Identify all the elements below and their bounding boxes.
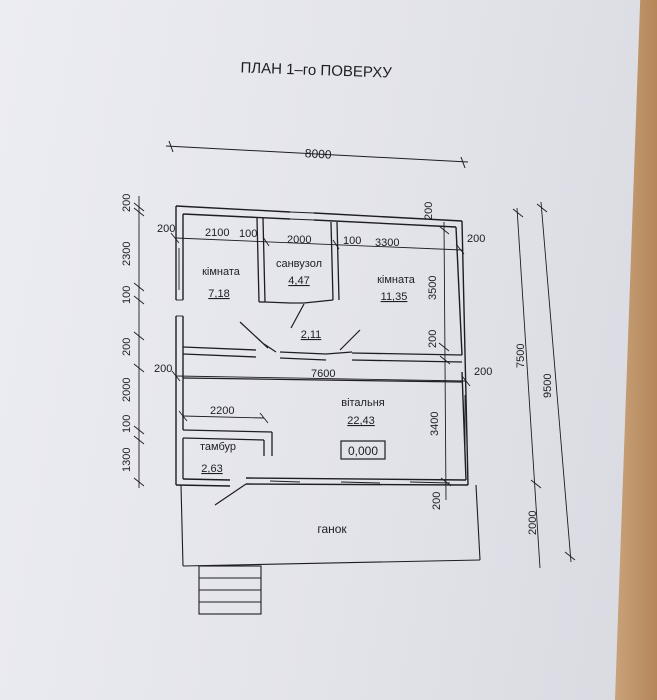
porch-label: ганок [317,522,347,536]
dim-right-wall-a: 200 [427,330,439,348]
dim-top-wall-right: 200 [467,233,485,245]
level-mark-box [340,440,386,460]
windows [176,211,466,484]
dim-top-wall-right-vertical: 200 [423,202,435,220]
dim-left-3: 200 [121,338,133,356]
room-hall-area: 2,11 [301,329,322,341]
porch-stairs [198,565,262,615]
room-bedroom-left-area: 7,18 [208,288,229,300]
interior-walls [182,217,463,479]
room-living-area: 22,43 [347,415,375,427]
dim-left-1: 2300 [121,242,133,266]
level-mark: 0,000 [348,444,378,458]
dim-left-5: 100 [121,415,133,433]
dim-right-porch: 2000 [527,511,539,535]
room-bedroom-right-area: 11,35 [381,291,408,303]
room-bathroom-name: санвузол [276,258,322,270]
dim-top-wall-left: 200 [157,223,175,235]
porch [180,484,481,567]
dim-mid-wall-right: 200 [474,366,492,378]
dimension-overall-top [165,140,469,169]
room-bedroom-left-name: кімната [202,266,241,278]
dim-right-total-house: 7500 [515,344,527,368]
dim-left-6: 1300 [121,448,133,472]
outer-walls [175,205,469,487]
dim-left-4: 2000 [121,378,133,402]
dim-left-0: 200 [121,194,133,212]
dim-top-wall2: 100 [343,235,361,247]
dimension-chain-right [438,201,576,569]
dim-top-room2: 2000 [287,234,311,246]
doors [214,302,361,506]
dim-top-room1: 2100 [205,227,229,239]
room-bedroom-right-name: кімната [377,274,416,286]
dim-right-living-depth: 3400 [429,412,441,436]
room-tambur-name: тамбур [200,441,236,453]
room-bathroom-area: 4,47 [288,275,309,287]
dim-mid-wall-left: 200 [154,363,172,375]
dimension-chain-left [133,196,145,488]
dim-left-2: 100 [121,286,133,304]
plan-title: ПЛАН 1–го ПОВЕРХУ [240,59,392,81]
dim-right-total: 9500 [542,374,554,398]
dim-tambur-width: 2200 [210,405,234,417]
room-living-name: вітальня [341,397,385,409]
room-tambur-area: 2,63 [201,463,222,475]
dimension-chain-mid [171,370,471,424]
dimension-chain-top [170,232,465,255]
dim-top-wall1: 100 [239,228,257,240]
dim-right-wall-b: 200 [431,492,443,510]
dim-top-room3: 3300 [375,237,399,249]
dim-8000: 8000 [305,146,333,161]
dim-right-room-depth: 3500 [427,276,439,300]
dim-mid-span: 7600 [311,368,335,380]
